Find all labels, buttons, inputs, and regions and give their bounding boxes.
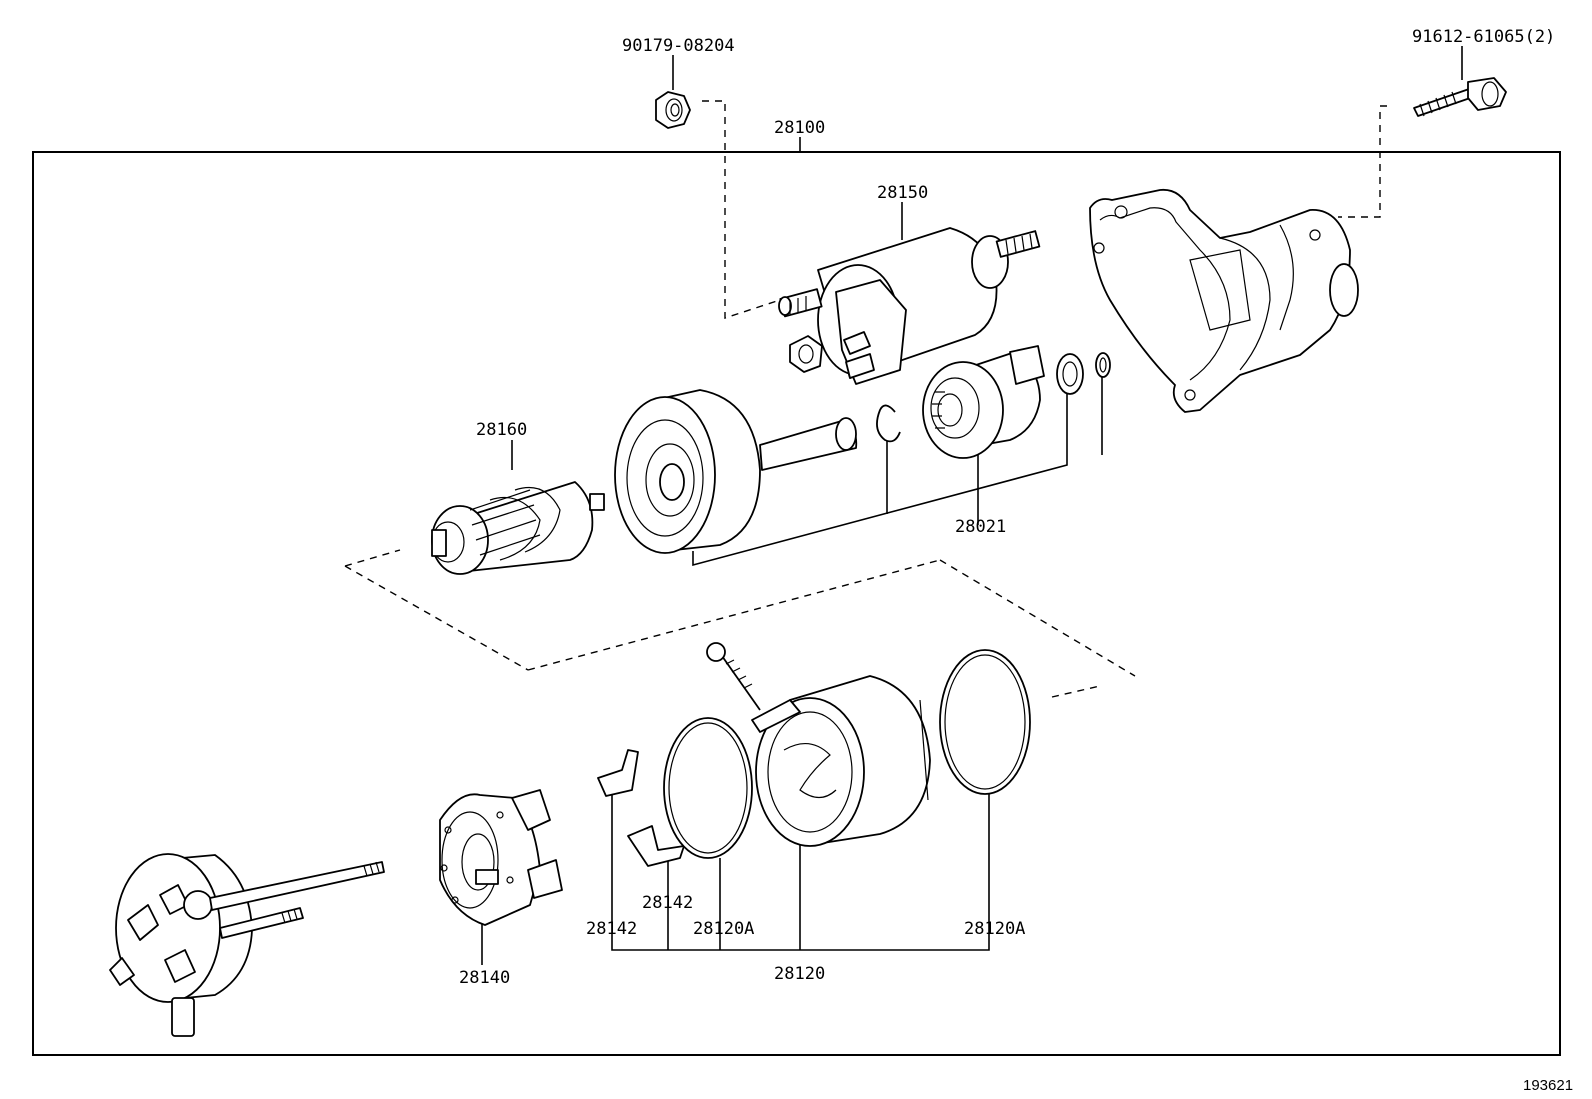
label-28120A-right: 28120A [964,919,1025,939]
label-28140: 28140 [459,968,510,988]
label-28150: 28150 [877,183,928,203]
pinion-gear-28021[interactable] [922,345,1045,459]
label-28120: 28120 [774,964,825,984]
label-28160: 28160 [476,420,527,440]
bolt-91612-61065[interactable] [1413,77,1507,117]
label-90179-08204: 90179-08204 [622,36,735,56]
overrunning-clutch[interactable] [614,389,858,554]
label-91612-61065: 91612-61065(2) [1412,27,1555,47]
drive-housing[interactable] [1089,188,1359,413]
label-28100: 28100 [774,118,825,138]
planetary-gear-28160[interactable] [431,481,605,575]
alignment-dashes [344,100,1387,698]
commutator-end-frame[interactable] [109,853,385,1037]
snap-ring[interactable] [876,404,901,443]
nut-90179-08204[interactable] [655,91,691,129]
leader-lines [481,46,1463,965]
assembly-frame [32,151,1561,1056]
label-28142-upper: 28142 [642,893,693,913]
brush-spring-28142-upper[interactable] [597,749,639,797]
label-28021: 28021 [955,517,1006,537]
label-28142-lower: 28142 [586,919,637,939]
o-ring-28120A-right[interactable] [939,649,1031,795]
yoke-28120[interactable] [706,642,931,847]
o-ring-28120A-left[interactable] [663,717,753,859]
figure-number: 193621 [1523,1077,1573,1094]
label-28120A-left: 28120A [693,919,754,939]
bearing-ring[interactable] [1056,353,1084,395]
brush-holder-28140[interactable] [439,789,563,926]
solenoid-28150[interactable] [778,227,1041,385]
retaining-clip[interactable] [1095,352,1111,378]
